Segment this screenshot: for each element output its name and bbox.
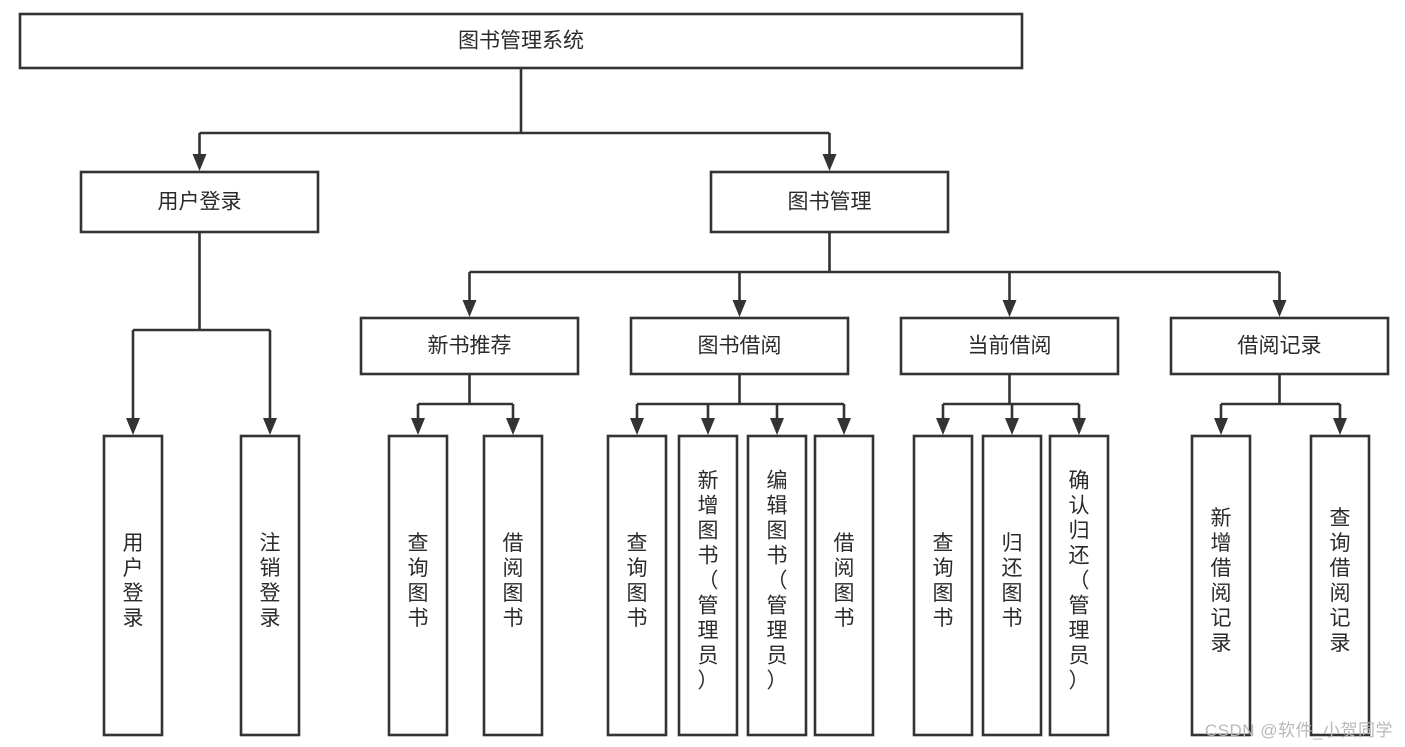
leaf-box[interactable] [239, 434, 301, 737]
root-box[interactable] [18, 12, 1024, 70]
arrow-head-icon [822, 154, 837, 171]
arrow-head-icon [1072, 418, 1086, 435]
arrow-head-icon [1002, 300, 1017, 317]
leaf-node[interactable]: 新增借阅记录 [1190, 434, 1252, 737]
leaf-box[interactable] [677, 434, 739, 737]
level3-box[interactable] [899, 316, 1120, 376]
leaf-box[interactable] [387, 434, 449, 737]
arrow-head-icon [411, 418, 425, 435]
leaf-node[interactable]: 用户登录 [102, 434, 164, 737]
leaf-label: 归还图书 [1002, 532, 1023, 630]
leaf-node[interactable]: 新增图书（管理员） [677, 434, 739, 737]
arrow-head-icon [732, 300, 747, 317]
leaf-node[interactable]: 注销登录 [239, 434, 301, 737]
root-label: 图书管理系统 [458, 30, 584, 53]
leaf-label: 借阅图书 [503, 532, 524, 630]
leaf-node[interactable]: 查询图书 [387, 434, 449, 737]
leaf-label: 查询图书 [408, 532, 429, 630]
leaf-label: 确认归还（管理员） [1069, 470, 1090, 693]
arrow-head-icon [126, 418, 140, 435]
level2-label: 图书管理 [788, 191, 872, 214]
leaf-node[interactable]: 借阅图书 [813, 434, 875, 737]
level3-node[interactable]: 当前借阅 [899, 316, 1120, 376]
leaf-box[interactable] [102, 434, 164, 737]
arrow-head-icon [192, 154, 207, 171]
leaf-node[interactable]: 借阅图书 [482, 434, 544, 737]
leaf-node[interactable]: 查询图书 [606, 434, 668, 737]
leaf-label: 编辑图书（管理员） [767, 470, 788, 693]
node-layer: 图书管理系统用户登录图书管理新书推荐图书借阅当前借阅借阅记录用户登录注销登录查询… [18, 12, 1390, 737]
arrow-head-icon [1272, 300, 1287, 317]
connector-layer [126, 68, 1347, 435]
leaf-box[interactable] [1048, 434, 1110, 737]
leaf-box[interactable] [606, 434, 668, 737]
leaf-box[interactable] [981, 434, 1043, 737]
leaf-label: 查询图书 [933, 532, 954, 630]
arrow-head-icon [506, 418, 520, 435]
leaf-box[interactable] [912, 434, 974, 737]
level3-box[interactable] [359, 316, 580, 376]
leaf-node[interactable]: 归还图书 [981, 434, 1043, 737]
arrow-head-icon [936, 418, 950, 435]
arrow-head-icon [462, 300, 477, 317]
level3-label: 借阅记录 [1238, 335, 1322, 358]
leaf-label: 查询借阅记录 [1330, 507, 1351, 655]
arrow-head-icon [701, 418, 715, 435]
level2-box[interactable] [709, 170, 950, 234]
level3-box[interactable] [629, 316, 850, 376]
level3-box[interactable] [1169, 316, 1390, 376]
leaf-label: 用户登录 [123, 532, 144, 630]
arrow-head-icon [630, 418, 644, 435]
level2-node[interactable]: 图书管理 [709, 170, 950, 234]
level3-node[interactable]: 新书推荐 [359, 316, 580, 376]
level3-label: 图书借阅 [698, 335, 782, 358]
level3-label: 新书推荐 [428, 335, 512, 358]
level2-node[interactable]: 用户登录 [79, 170, 320, 234]
arrow-head-icon [1214, 418, 1228, 435]
level2-label: 用户登录 [158, 191, 242, 214]
leaf-label: 借阅图书 [834, 532, 855, 630]
leaf-label: 注销登录 [260, 532, 281, 630]
level3-node[interactable]: 图书借阅 [629, 316, 850, 376]
leaf-node[interactable]: 编辑图书（管理员） [746, 434, 808, 737]
leaf-label: 新增借阅记录 [1211, 507, 1232, 655]
arrow-head-icon [837, 418, 851, 435]
leaf-box[interactable] [813, 434, 875, 737]
level2-box[interactable] [79, 170, 320, 234]
level3-node[interactable]: 借阅记录 [1169, 316, 1390, 376]
level3-label: 当前借阅 [968, 335, 1052, 358]
root-node[interactable]: 图书管理系统 [18, 12, 1024, 70]
arrow-head-icon [1005, 418, 1019, 435]
arrow-head-icon [1333, 418, 1347, 435]
leaf-box[interactable] [1309, 434, 1371, 737]
leaf-label: 新增图书（管理员） [698, 470, 719, 693]
arrow-head-icon [770, 418, 784, 435]
leaf-box[interactable] [482, 434, 544, 737]
leaf-label: 查询图书 [627, 532, 648, 630]
arrow-head-icon [263, 418, 277, 435]
leaf-node[interactable]: 确认归还（管理员） [1048, 434, 1110, 737]
leaf-box[interactable] [746, 434, 808, 737]
leaf-box[interactable] [1190, 434, 1252, 737]
leaf-node[interactable]: 查询图书 [912, 434, 974, 737]
leaf-node[interactable]: 查询借阅记录 [1309, 434, 1371, 737]
